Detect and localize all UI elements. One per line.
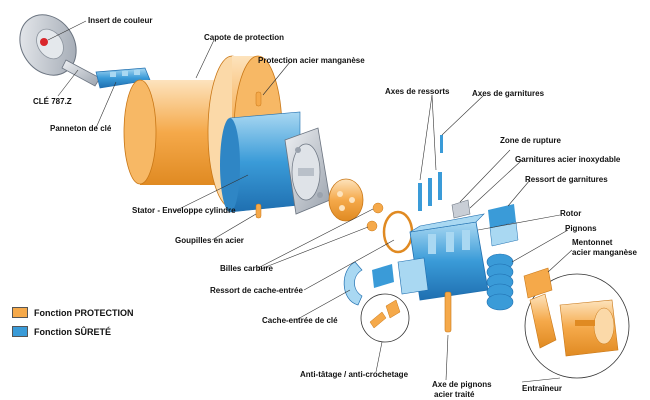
label-mentonnet-material: acier manganèse — [572, 248, 637, 257]
legend-label-protection: Fonction PROTECTION — [34, 307, 134, 318]
label-driver: Entraîneur — [522, 384, 563, 393]
pinion-axle — [444, 291, 452, 333]
label-pinion-axle-material: acier traité — [434, 390, 475, 399]
label-mentonnet: Mentonnet — [572, 238, 613, 247]
mentonnet-shape — [523, 267, 553, 299]
legend-item-security: Fonction SÛRETÉ — [12, 326, 111, 337]
anti-picking-detail — [360, 293, 410, 343]
label-steel-pins: Goupilles en acier — [175, 236, 244, 245]
legend-swatch-security — [12, 326, 28, 337]
key-head — [19, 14, 101, 87]
label-pinions: Pignons — [565, 224, 597, 233]
label-carbide-balls: Billes carbure — [220, 264, 273, 273]
label-garniture-axes: Axes de garnitures — [472, 89, 545, 98]
carbide-balls — [366, 202, 384, 232]
label-anti-picking: Anti-tâtage / anti-crochetage — [300, 370, 409, 379]
label-key-cover: Cache-entrée de clé — [262, 316, 338, 325]
label-color-insert: Insert de couleur — [88, 16, 153, 25]
label-rotor: Rotor — [560, 209, 582, 218]
label-key: CLÉ 787.Z — [33, 97, 72, 106]
label-spring-axes: Axes de ressorts — [385, 87, 450, 96]
legend-swatch-protection — [12, 307, 28, 318]
label-stainless-garnitures: Garnitures acier inoxydable — [515, 155, 621, 164]
label-break-zone: Zone de rupture — [500, 136, 561, 145]
spring-axes — [418, 135, 443, 211]
manganese-disc — [328, 178, 364, 222]
label-manganese-protection: Protection acier manganèse — [258, 56, 365, 65]
label-stator: Stator - Enveloppe cylindre — [132, 206, 236, 215]
driver-detail — [524, 273, 630, 379]
label-cover-spring: Ressort de cache-entrée — [210, 286, 303, 295]
key-cover-shells — [343, 257, 429, 306]
cache-spring-ring — [382, 210, 414, 254]
pinions-shape — [486, 253, 514, 311]
leader-lines — [47, 20, 573, 383]
stator-shape — [220, 111, 301, 213]
legend-item-protection: Fonction PROTECTION — [12, 307, 134, 318]
steel-pins-shapes — [255, 91, 262, 219]
label-garniture-spring: Ressort de garnitures — [525, 175, 608, 184]
stator-face-plate — [284, 127, 331, 215]
label-protective-cap: Capote de protection — [204, 33, 285, 42]
color-insert-dot — [40, 38, 48, 46]
label-key-bit: Panneton de clé — [50, 124, 112, 133]
label-pinion-axle: Axe de pignons — [432, 380, 492, 389]
key-blade — [95, 67, 151, 89]
garnitures-shapes — [451, 199, 519, 247]
legend-label-security: Fonction SÛRETÉ — [34, 326, 111, 337]
